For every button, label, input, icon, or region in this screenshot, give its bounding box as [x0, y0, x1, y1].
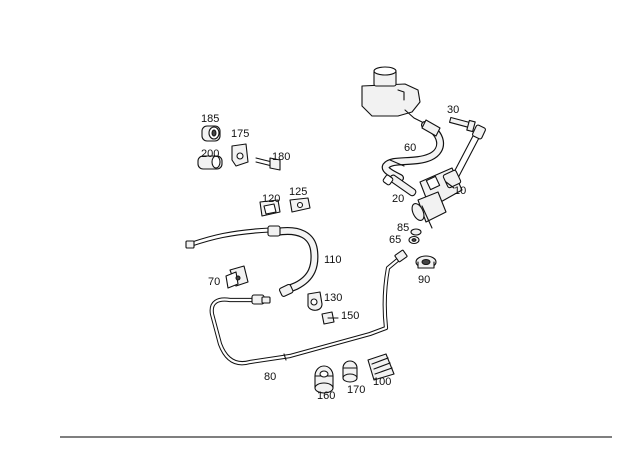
callout-175: 175 — [231, 128, 249, 140]
callout-180: 180 — [272, 151, 290, 163]
callout-130: 130 — [324, 292, 342, 304]
mount-160 — [314, 365, 334, 394]
callout-85: 85 — [397, 222, 409, 234]
callout-70: 70 — [208, 276, 220, 288]
mount-170 — [342, 360, 358, 383]
line-end-fitting — [251, 294, 271, 305]
callout-170: 170 — [347, 384, 365, 396]
bracket-70 — [225, 265, 249, 289]
pin-20 — [382, 174, 417, 197]
callout-100: 100 — [373, 376, 391, 388]
bushing-200 — [197, 155, 223, 170]
callout-120: 120 — [262, 193, 280, 205]
callout-30: 30 — [447, 104, 459, 116]
clip-125 — [289, 197, 311, 213]
callout-80: 80 — [264, 371, 276, 383]
callout-20: 20 — [392, 193, 404, 205]
callout-200: 200 — [201, 148, 219, 160]
bolt-30 — [449, 116, 476, 133]
callout-65: 65 — [389, 234, 401, 246]
callout-160: 160 — [317, 390, 335, 402]
bolt-180 — [255, 157, 281, 171]
boot-100 — [367, 353, 395, 381]
fluid-reservoir — [361, 66, 423, 123]
seal-85 — [410, 228, 422, 236]
hose-110 — [185, 225, 319, 297]
master-cylinder — [411, 124, 486, 229]
reservoir-hose — [381, 119, 444, 182]
callout-110: 110 — [324, 254, 342, 266]
callout-150: 150 — [341, 310, 359, 322]
clip-120 — [259, 199, 281, 217]
leader-lines — [389, 159, 455, 189]
callout-60: 60 — [404, 142, 416, 154]
fitting-90 — [415, 255, 437, 269]
callouts: 185 175 200 180 120 125 110 70 130 150 8… — [201, 104, 466, 402]
bushing-185 — [201, 125, 221, 142]
clip-175 — [231, 143, 249, 167]
clip-130 — [307, 291, 323, 311]
callout-90: 90 — [418, 274, 430, 286]
callout-125: 125 — [289, 186, 307, 198]
callout-10: 10 — [454, 185, 466, 197]
callout-185: 185 — [201, 113, 219, 125]
seal-65 — [408, 235, 420, 245]
bolt-150 — [321, 311, 339, 325]
rigid-line-80 — [209, 249, 408, 366]
